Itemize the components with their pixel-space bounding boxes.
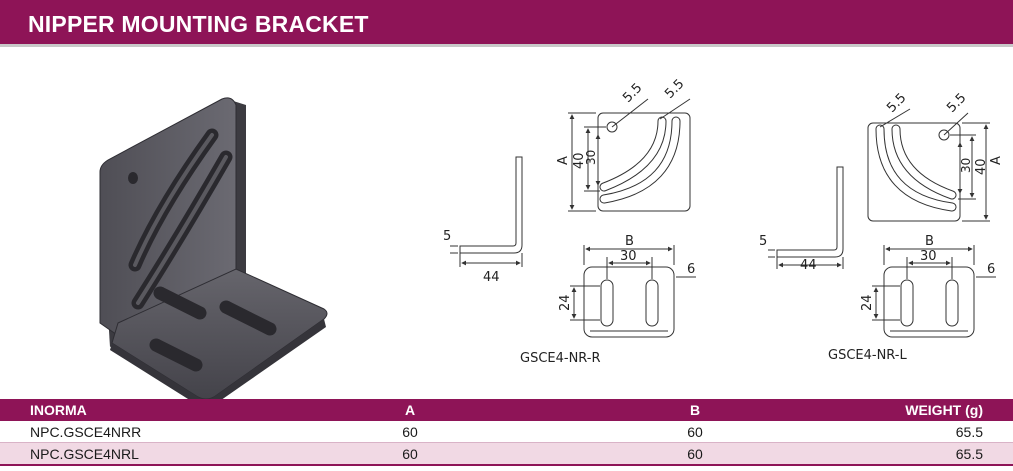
cell-weight: 65.5 xyxy=(860,442,1013,466)
spec-table: INORMA A B WEIGHT (g) NPC.GSCE4NRR 60 60… xyxy=(0,399,1013,466)
dim-b-left: B xyxy=(925,234,934,249)
dim-40-left: 40 xyxy=(974,158,989,175)
drawing-right xyxy=(450,98,696,338)
table-row: NPC.GSCE4NRL 60 60 65.5 xyxy=(0,442,1013,466)
dim-44-left: 44 xyxy=(800,258,817,273)
col-header-code: INORMA xyxy=(0,399,290,421)
dim-30b-right: 30 xyxy=(620,249,637,264)
col-header-b: B xyxy=(530,399,860,421)
dim-b-right: B xyxy=(625,234,634,249)
dim-24-right: 24 xyxy=(558,294,573,311)
dim-hole1-right: 5.5 xyxy=(620,81,645,106)
dim-30-left: 30 xyxy=(959,158,973,173)
dim-a-left: A xyxy=(989,156,1004,165)
table-row: NPC.GSCE4NRR 60 60 65.5 xyxy=(0,421,1013,443)
cell-code: NPC.GSCE4NRR xyxy=(0,421,290,443)
dim-5-left: 5 xyxy=(759,234,767,249)
cell-a: 60 xyxy=(290,442,530,466)
dim-hole2-right: 5.5 xyxy=(662,77,687,102)
cell-b: 60 xyxy=(530,421,860,443)
cell-weight: 65.5 xyxy=(860,421,1013,443)
col-header-weight: WEIGHT (g) xyxy=(860,399,1013,421)
cell-b: 60 xyxy=(530,442,860,466)
drawing-left xyxy=(768,108,996,338)
dim-a-right: A xyxy=(556,156,571,165)
dim-5-right: 5 xyxy=(443,229,451,244)
label-left: GSCE4-NR-L xyxy=(828,348,908,363)
label-right: GSCE4-NR-R xyxy=(520,351,601,366)
dim-6-left: 6 xyxy=(987,262,995,277)
dim-44-right: 44 xyxy=(483,270,500,285)
table-header-row: INORMA A B WEIGHT (g) xyxy=(0,399,1013,421)
dim-30-right: 30 xyxy=(584,150,598,165)
dim-24-left: 24 xyxy=(860,294,875,311)
cell-code: NPC.GSCE4NRL xyxy=(0,442,290,466)
cell-a: 60 xyxy=(290,421,530,443)
dim-30b-left: 30 xyxy=(920,249,937,264)
dim-6-right: 6 xyxy=(687,262,695,277)
dim-hole2-left: 5.5 xyxy=(944,91,969,116)
dim-40-right: 40 xyxy=(572,152,587,169)
bracket-3d-icon xyxy=(99,97,328,399)
header-rule xyxy=(0,44,1013,47)
page-header: NIPPER MOUNTING BRACKET xyxy=(0,0,1013,47)
drawing-area: 5.5 5.5 A 40 30 5 44 B 30 6 24 GSCE4-NR-… xyxy=(99,77,1004,399)
col-header-a: A xyxy=(290,399,530,421)
page-title: NIPPER MOUNTING BRACKET xyxy=(28,11,369,37)
